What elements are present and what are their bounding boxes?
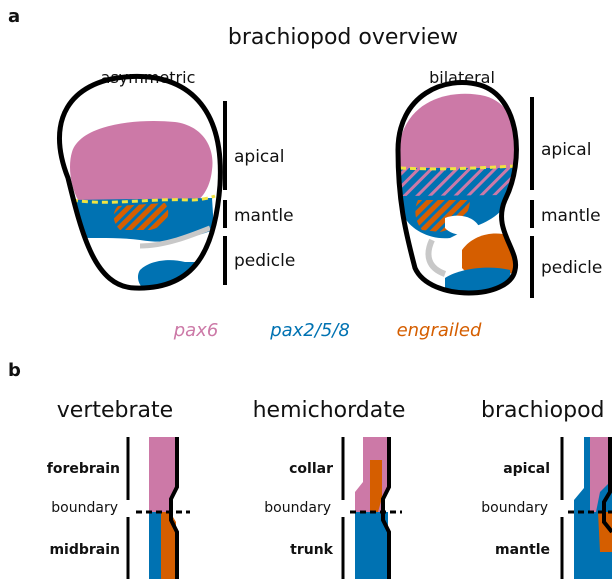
vertebrate-boundary-label: boundary [51,500,118,516]
legend-pax6: pax6 [173,320,219,341]
apical-pax6-region-b [398,94,517,168]
hemichordate-engrailed-strip [370,460,382,512]
hemichordate-boundary-label: boundary [264,500,331,516]
mantle-label-right: mantle [541,206,601,226]
apical-pax6-region [70,121,213,202]
mantle-engrailed-hatch [114,203,169,230]
brachiopod-upper-label: apical [503,461,550,477]
legend-engrailed: engrailed [397,320,482,341]
panel-b-letter: b [8,360,21,381]
pedicle-label-left: pedicle [234,251,295,271]
hemichordate-lower-label: trunk [290,542,334,558]
brachiopod-lower-label: mantle [495,542,550,558]
asymmetric-larva-diagram [59,76,220,290]
hemichordate-title: hemichordate [253,398,406,423]
hemichordate-upper-label: collar [289,461,333,477]
apical-label-right: apical [541,140,591,160]
brachiopod-boundary-label: boundary [481,500,548,516]
panel-a-title: brachiopod overview [228,25,458,50]
pedicle-grey-band-b [428,240,445,274]
vertebrate-title: vertebrate [57,398,173,423]
hemichordate-column: hemichordate collar boundary trunk [253,398,406,579]
panel-a-letter: a [8,6,20,27]
mantle-label-left: mantle [234,206,294,226]
vertebrate-upper-label: forebrain [47,461,120,477]
pax258-hatched-band [398,168,515,198]
vertebrate-pax258-strip-main [149,512,161,579]
vertebrate-column: vertebrate forebrain boundary midbrain [47,398,190,579]
legend-pax258: pax2/5/8 [269,320,350,341]
brachiopod-title: brachiopod [481,398,605,423]
pedicle-label-right: pedicle [541,258,602,278]
vertebrate-lower-label: midbrain [49,542,120,558]
bilateral-larva-diagram [398,83,517,300]
brachiopod-column: brachiopod apical boundary mantle [481,398,612,579]
apical-label-left: apical [234,147,284,167]
